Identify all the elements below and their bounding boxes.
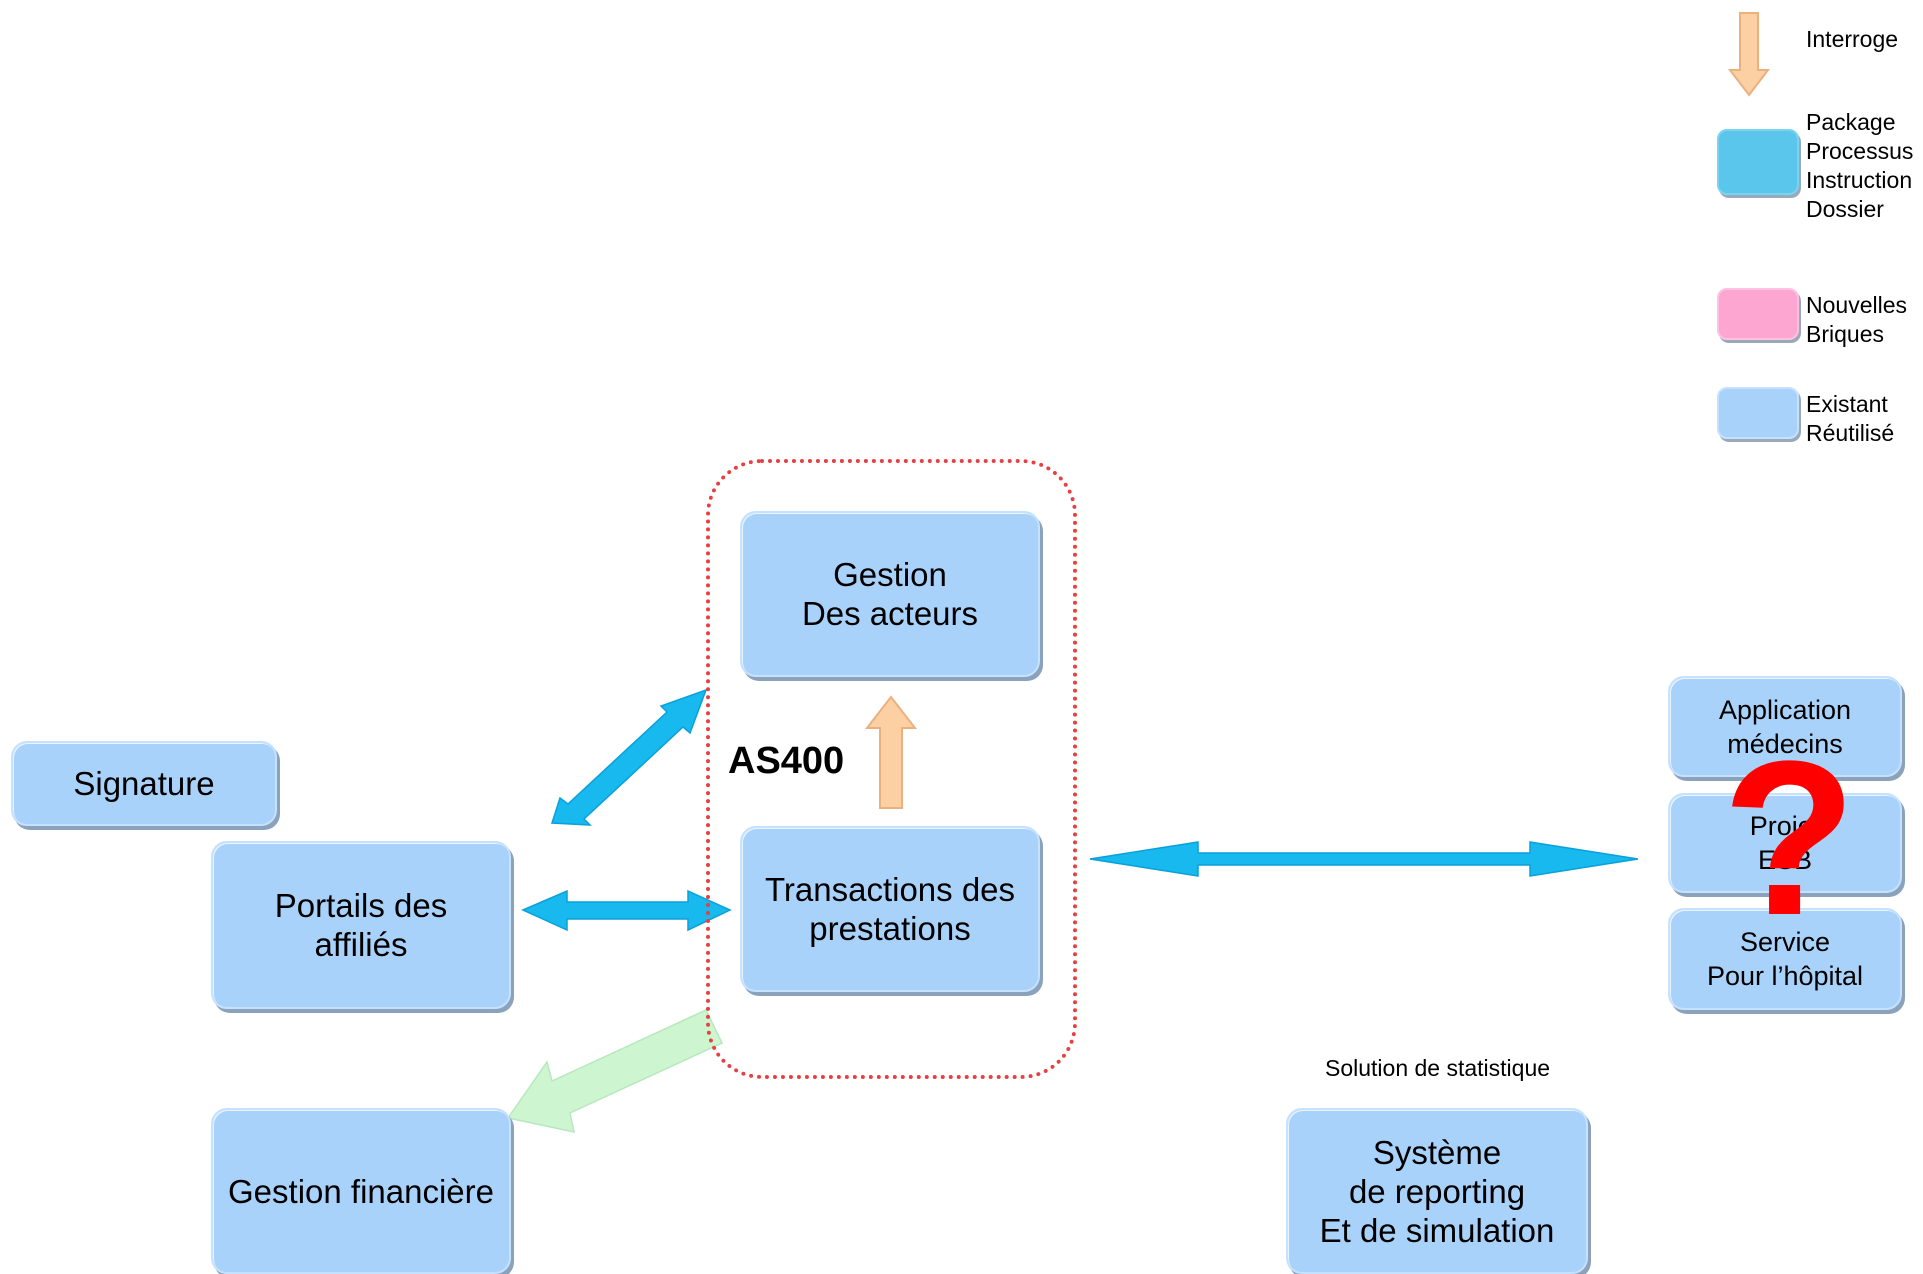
legend-package-swatch: [1717, 129, 1799, 195]
legend-nouvelles-swatch: [1717, 288, 1799, 340]
solution-statistique-label: Solution de statistique: [1325, 1055, 1551, 1081]
legend-interroge-arrow: [1727, 12, 1771, 97]
systeme-reporting-box: Système de reporting Et de simulation: [1286, 1108, 1588, 1274]
gestion-acteurs-box: Gestion Des acteurs: [740, 511, 1040, 677]
projet-esb-box: Projet ESB: [1668, 793, 1902, 893]
as400-group-frame: [706, 459, 1077, 1079]
portails-transactions-double-arrow: [521, 889, 732, 932]
portails-acteurs-double-arrow: [550, 688, 708, 826]
interroge-up-arrow: [864, 695, 918, 809]
legend-existant-swatch: [1717, 387, 1799, 439]
as400-label: AS400: [728, 740, 845, 782]
service-hopital-box: Service Pour l’hôpital: [1668, 908, 1902, 1010]
question-mark-icon: ?: [1722, 715, 1857, 961]
transactions-prestations-box: Transactions des prestations: [740, 826, 1040, 992]
transactions-esb-double-arrow: [1089, 841, 1639, 877]
gestion-financiere-box: Gestion financière: [211, 1108, 511, 1274]
portails-affilies-box: Portails des affiliés: [211, 841, 511, 1009]
signature-box: Signature: [11, 741, 277, 826]
financiere-green-arrow: [506, 1009, 724, 1133]
legend-interroge-label: Interroge: [1806, 26, 1899, 52]
legend-package-label: Package Processus Instruction Dossier: [1806, 109, 1914, 222]
legend-nouvelles-label: Nouvelles Briques: [1806, 292, 1907, 347]
application-medecins-box: Application médecins: [1668, 676, 1902, 777]
legend-existant-label: Existant Réutilisé: [1806, 391, 1895, 446]
